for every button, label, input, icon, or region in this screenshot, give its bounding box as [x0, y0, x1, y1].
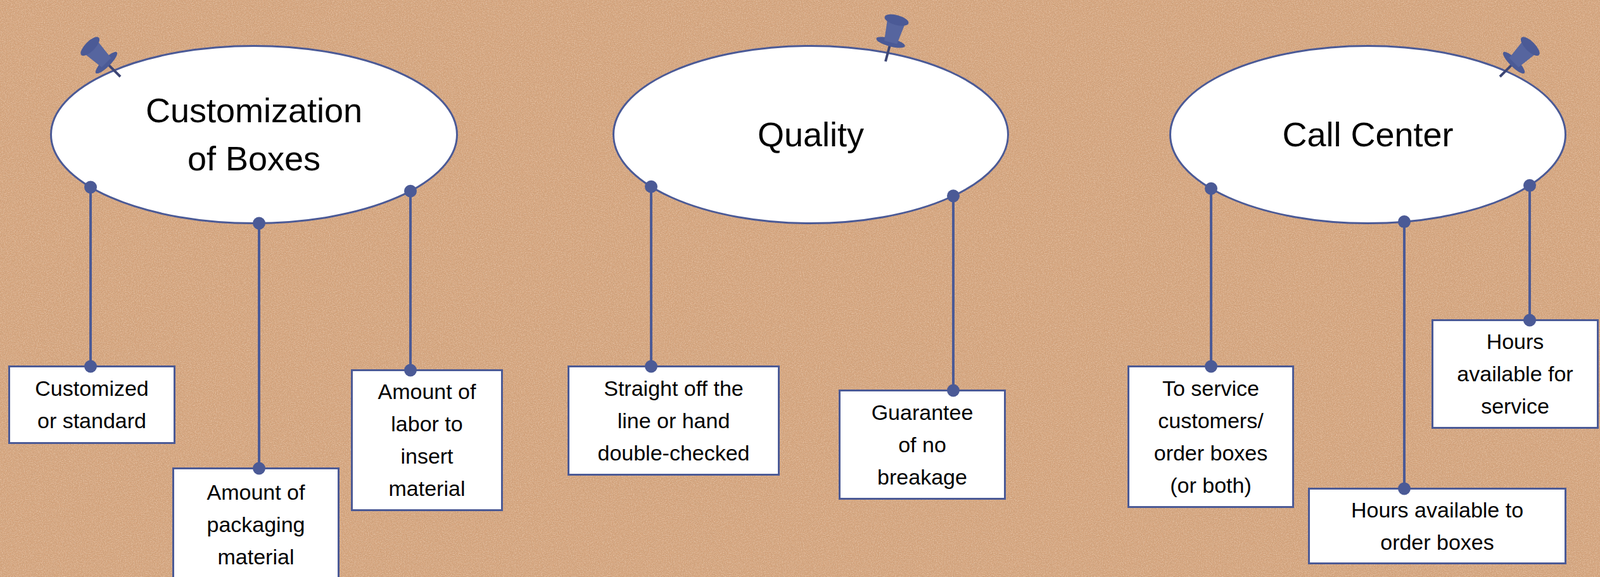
connector-line: [1209, 188, 1213, 367]
ellipse-shape: [1170, 46, 1566, 224]
detail-text: Straight off the line or hand double-che…: [588, 372, 759, 470]
connector-line: [89, 187, 92, 367]
detail-text: Amount of labor to insert material: [371, 375, 483, 505]
detail-text: Hours available to order boxes: [1335, 494, 1540, 559]
connector-dot: [1523, 314, 1537, 327]
connector-line: [649, 186, 653, 367]
pin-collar: [875, 34, 907, 51]
detail-text: To service customers/ order boxes (or bo…: [1143, 372, 1279, 502]
pin-needle: [107, 63, 121, 77]
connector-line: [409, 191, 412, 371]
connector-dot: [252, 216, 266, 230]
connector-dot: [1204, 360, 1218, 374]
pin-collar: [1500, 49, 1528, 77]
connector-dot: [1204, 182, 1218, 196]
connector-dot: [644, 360, 658, 374]
connector-line: [257, 222, 261, 469]
detail-text: Hours available for service: [1446, 325, 1585, 423]
push-pin: [1489, 32, 1544, 87]
connector-dot: [946, 384, 960, 398]
push-pin: [76, 32, 131, 87]
connector-line: [1528, 185, 1531, 321]
pin-cap: [77, 34, 103, 59]
topic-title: Call Center: [1282, 110, 1454, 159]
pin-body: [84, 41, 113, 70]
pin-body: [1507, 41, 1536, 70]
detail-text: Amount of packaging material: [193, 476, 319, 574]
pin-needle: [885, 43, 890, 62]
topic-ellipse: Quality: [612, 44, 1010, 225]
detail-box: To service customers/ order boxes (or bo…: [1127, 365, 1295, 508]
topic-title: Quality: [757, 110, 864, 159]
detail-box: Straight off the line or hand double-che…: [567, 365, 780, 476]
connector-dot: [1523, 179, 1537, 192]
detail-box: Customized or standard: [8, 365, 176, 445]
ellipse-shape: [613, 46, 1009, 224]
connector-dot: [404, 184, 417, 198]
detail-box: Hours available for service: [1431, 319, 1599, 429]
connector-group: [644, 180, 658, 374]
connector-dot: [644, 180, 658, 194]
connector-dot: [1397, 482, 1411, 496]
pin-body: [881, 19, 905, 45]
topic-title: Customization of Boxes: [133, 86, 375, 183]
push-pin: [870, 11, 913, 66]
connector-group: [84, 181, 97, 374]
ellipse-outline: [50, 44, 458, 225]
ellipse-label-wrap: Call Center: [1169, 44, 1567, 225]
detail-box: Amount of packaging material: [172, 467, 340, 577]
topic-ellipse: Customization of Boxes: [50, 44, 458, 225]
pin-needle: [1499, 63, 1513, 77]
pin-collar: [93, 49, 120, 77]
topic-ellipse: Call Center: [1169, 44, 1567, 225]
connector-dot: [1397, 215, 1411, 229]
connector-dot: [946, 189, 960, 203]
pin-cap: [883, 12, 911, 28]
detail-text: Customized or standard: [29, 372, 155, 438]
connector-line: [1403, 221, 1406, 489]
connector-group: [252, 216, 266, 475]
detail-box: Hours available to order boxes: [1307, 487, 1567, 565]
detail-box: Amount of labor to insert material: [350, 369, 503, 512]
ellipse-label-wrap: Customization of Boxes: [50, 44, 458, 225]
detail-box: Guarantee of no breakage: [838, 389, 1006, 500]
connector-group: [1204, 182, 1218, 374]
connector-dot: [84, 181, 97, 194]
connector-line: [952, 195, 955, 391]
connector-group: [946, 189, 960, 397]
connector-group: [404, 184, 417, 377]
connector-dot: [84, 360, 97, 374]
ellipse-shape: [51, 46, 458, 224]
connector-group: [1523, 179, 1537, 327]
connector-dot: [404, 364, 417, 377]
connector-dot: [252, 462, 266, 476]
detail-text: Guarantee of no breakage: [865, 396, 979, 494]
ellipse-label-wrap: Quality: [612, 44, 1010, 225]
pin-cap: [1517, 34, 1543, 59]
connector-group: [1397, 215, 1411, 495]
